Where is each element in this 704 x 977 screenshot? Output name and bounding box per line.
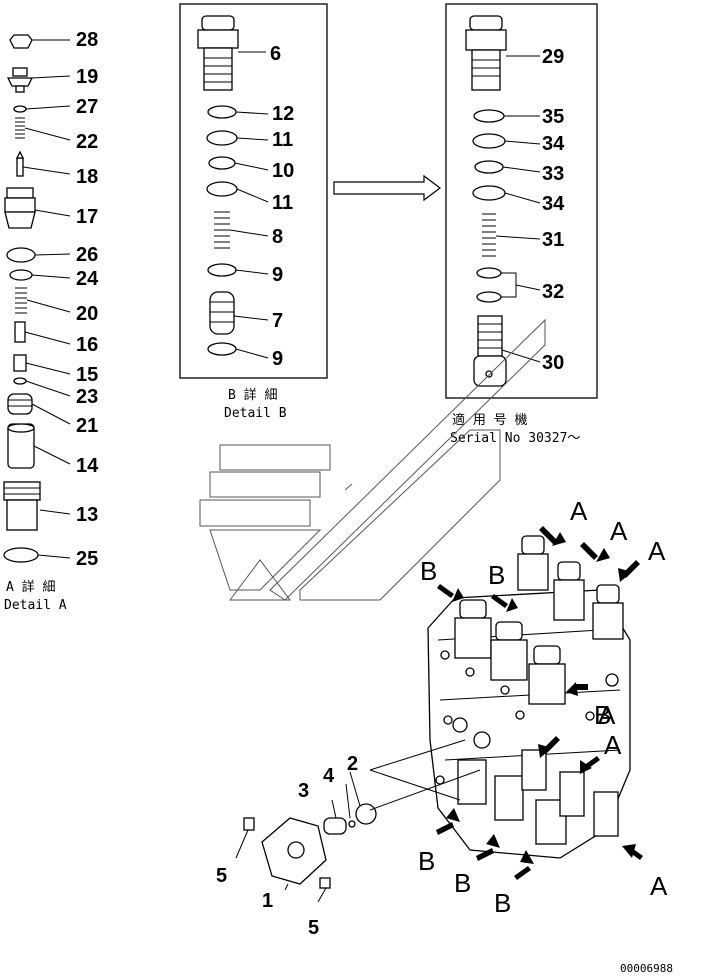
arrow-letter-b-6: B [494, 888, 511, 918]
detail-b-callout-7: 9 [272, 264, 283, 286]
arrow-letter-b-5: B [454, 868, 471, 898]
detail-serial-callout-1: 29 [542, 46, 564, 68]
assembly-callout-4: 5 [216, 865, 227, 887]
arrow-letter-b-2: B [488, 560, 505, 590]
detail-a-callout-11: 15 [76, 364, 98, 386]
detail-serial-callout-6: 31 [542, 229, 564, 251]
detail-a-callout-14: 14 [76, 455, 99, 477]
detail-b-callout-1: 6 [270, 43, 281, 65]
arrow-letter-a-3: A [648, 536, 666, 566]
detail-a-caption-jp: A 詳 細 [6, 579, 55, 595]
detail-serial-frame [445, 3, 598, 399]
detail-a-parts [3, 34, 71, 563]
detail-b-callout-6: 8 [272, 226, 283, 248]
detail-b-frame [179, 3, 328, 379]
arrow-letter-a-5: A [604, 730, 622, 760]
detail-a-callout-1: 28 [76, 29, 98, 51]
arrow-letter-a-2: A [610, 516, 628, 546]
assembly-callout-5: 1 [262, 890, 273, 912]
arrow-letter-b-1: B [420, 556, 437, 586]
cover-parts [235, 739, 481, 903]
watermark-logo [199, 318, 546, 601]
detail-a-callout-6: 17 [76, 206, 98, 228]
detail-b-caption-en: Detail B [224, 406, 287, 421]
assembly-callout-3: 4 [323, 765, 335, 787]
arrow-letter-a-4: A [598, 700, 616, 730]
detail-serial-callout-4: 33 [542, 163, 564, 185]
detail-a-callout-7: 26 [76, 244, 98, 266]
arrow-letter-a-6: A [650, 871, 668, 901]
pointer-arrows [436, 526, 643, 880]
detail-b-callout-3: 11 [272, 129, 293, 151]
detail-b-callout-4: 10 [272, 160, 294, 182]
detail-a-callout-13: 21 [76, 415, 98, 437]
detail-b-callout-2: 12 [272, 103, 294, 125]
assembly-callout-1: 2 [347, 753, 358, 775]
arrow-letter-b-3: B [594, 700, 611, 730]
detail-serial-caption-jp: 適 用 号 機 [452, 412, 527, 428]
detail-serial-caption-en: Serial No 30327～ [450, 431, 580, 446]
detail-a-callout-16: 25 [76, 548, 98, 570]
arrow-letter-b-4: B [418, 846, 435, 876]
detail-a-caption-en: Detail A [4, 598, 67, 613]
assembly-labels: 2 34 5 1 5 [216, 753, 358, 939]
detail-a-callout-3: 27 [76, 96, 98, 118]
detail-a-callout-4: 22 [76, 131, 98, 153]
assembly-callout-2: 3 [298, 780, 309, 802]
detail-a-callout-9: 20 [76, 303, 98, 325]
detail-a-callout-10: 16 [76, 334, 98, 356]
detail-a-callout-12: 23 [76, 386, 98, 408]
detail-b-parts [197, 15, 269, 359]
transition-arrow [333, 174, 441, 202]
detail-serial-labels: 29 35 34 33 34 31 32 30 [542, 46, 565, 374]
detail-b-labels: 6 12 11 10 11 8 9 7 9 [270, 43, 294, 370]
detail-serial-callout-7: 32 [542, 281, 564, 303]
detail-b-callout-5: 11 [272, 192, 293, 214]
drawing-number: 00006988 [620, 962, 673, 975]
assembly-callout-6: 5 [308, 917, 319, 939]
detail-serial-callout-2: 35 [542, 106, 564, 128]
detail-a-callout-15: 13 [76, 504, 98, 526]
detail-serial-callout-8: 30 [542, 352, 564, 374]
detail-a-callout-2: 19 [76, 66, 98, 88]
detail-serial-callout-3: 34 [542, 133, 565, 155]
arrow-letter-a-1: A [570, 496, 588, 526]
detail-a-callout-5: 18 [76, 166, 98, 188]
detail-b-callout-9: 9 [272, 348, 283, 370]
detail-a-callout-8: 24 [76, 268, 99, 290]
detail-b-callout-8: 7 [272, 310, 283, 332]
valve-assembly [427, 535, 631, 859]
detail-b-caption-jp: B 詳 細 [228, 387, 277, 403]
detail-serial-callout-5: 34 [542, 193, 565, 215]
detail-serial-parts [465, 15, 541, 387]
